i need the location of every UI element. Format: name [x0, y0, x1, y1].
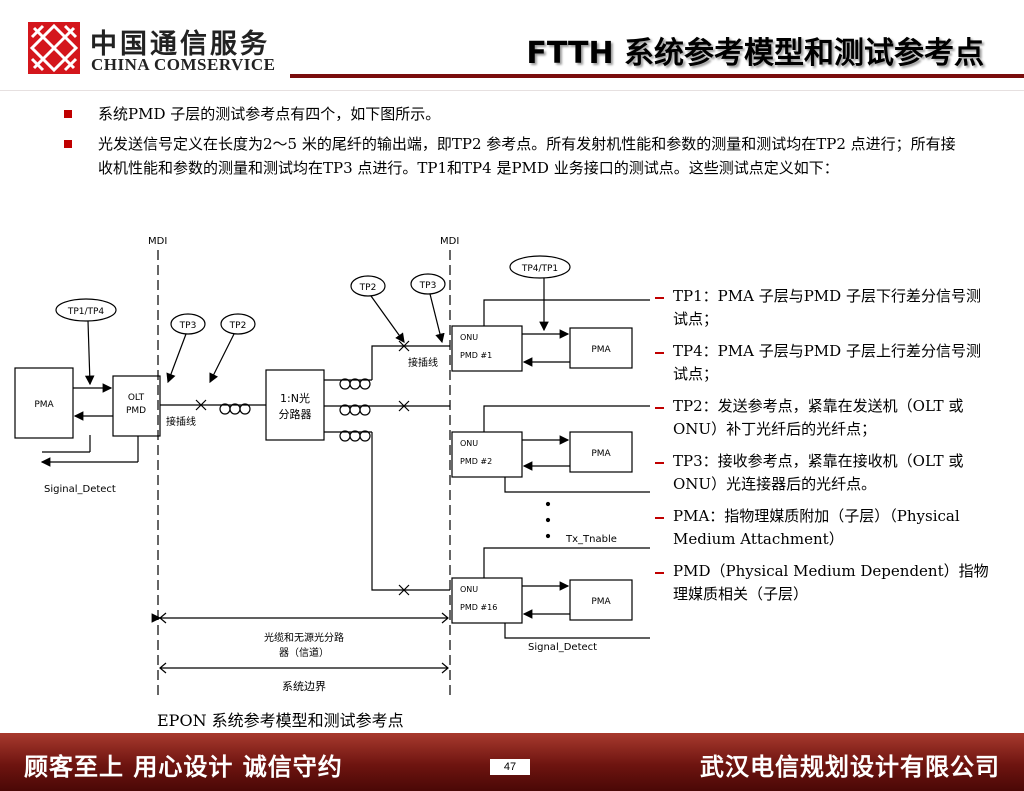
header-subdivider — [0, 90, 1024, 91]
bullet-item: 系统PMD 子层的测试参考点有四个，如下图所示。 — [62, 102, 962, 126]
olt-pmd-label: PMD — [126, 406, 146, 416]
tp1-tp4-label: TP1/TP4 — [67, 307, 105, 317]
footer-bar: 顾客至上 用心设计 诚信守约 47 武汉电信规划设计有限公司 — [0, 733, 1024, 791]
header: 中国通信服务 CHINA COMSERVICE FTTH 系统参考模型和测试参考… — [0, 0, 1024, 91]
epon-reference-model-diagram: MDI MDI TP1/TP4 TP3 TP2 TP2 TP3 TP4/TP1 … — [14, 236, 650, 695]
tp4-tp1-label: TP4/TP1 — [521, 264, 558, 274]
slide-title: FTTH 系统参考模型和测试参考点 — [526, 36, 984, 71]
system-boundary-label: 系统边界 — [282, 680, 326, 693]
onu16-label: ONU — [460, 585, 478, 594]
onu1-label: ONU — [460, 333, 478, 342]
china-comservice-logo-icon — [28, 22, 80, 74]
onu2-label: ONU — [460, 439, 478, 448]
pma-right-2-label: PMA — [591, 449, 611, 459]
dash-bullet-icon — [655, 572, 664, 574]
signal-detect-left-label: Siginal_Detect — [44, 484, 116, 495]
pma-left-box — [14, 367, 74, 439]
mdi-left-label: MDI — [148, 236, 167, 247]
header-divider — [290, 74, 1024, 78]
bullet-square-icon — [64, 110, 72, 118]
onu-pmd-1-box — [451, 325, 523, 372]
onu-pmd-16-box — [451, 577, 523, 624]
dash-bullet-icon — [655, 407, 664, 409]
definition-text: PMD（Physical Medium Dependent）指物理媒质相关（子层… — [673, 562, 989, 603]
splitter-label-2: 分路器 — [279, 408, 312, 421]
tp3-left-label: TP3 — [179, 321, 197, 331]
definition-item: PMD（Physical Medium Dependent）指物理媒质相关（子层… — [655, 560, 995, 606]
definition-item: TP4：PMA 子层与PMD 子层上行差分信号测试点； — [655, 340, 995, 386]
definition-text: PMA：指物理媒质附加（子层）（Physical Medium Attachme… — [673, 507, 960, 548]
footer-slogan: 顾客至上 用心设计 诚信守约 — [24, 753, 343, 781]
definition-text: TP4：PMA 子层与PMD 子层上行差分信号测试点； — [673, 342, 981, 383]
pma-right-3-box — [569, 579, 633, 621]
onu16-pmd-label: PMD #16 — [460, 603, 497, 612]
footer-company: 武汉电信规划设计有限公司 — [700, 753, 1000, 781]
bullet-square-icon — [64, 140, 72, 148]
definition-item: TP2：发送参考点，紧靠在发送机（OLT 或ONU）补丁光纤后的光纤点； — [655, 395, 995, 441]
jumper-right-label: 接插线 — [408, 356, 438, 369]
olt-label: OLT — [128, 393, 145, 403]
dash-bullet-icon — [655, 297, 664, 299]
tp3-left-callout — [170, 313, 206, 335]
tp4-tp1-callout — [509, 255, 571, 279]
bullet-text: 光发送信号定义在长度为2～5 米的尾纤的输出端，即TP2 参考点。所有发射机性能… — [98, 135, 956, 177]
onu1-pmd-label: PMD #1 — [460, 351, 492, 360]
definition-text: TP3：接收参考点，紧靠在接收机（OLT 或ONU）光连接器后的光纤点。 — [673, 452, 964, 493]
splitter-box — [265, 369, 325, 441]
tp1-tp4-callout — [55, 298, 117, 322]
splitter-label-1: 1:N光 — [280, 391, 310, 405]
bullet-list: 系统PMD 子层的测试参考点有四个，如下图所示。 光发送信号定义在长度为2～5 … — [62, 102, 962, 186]
odn-label-2: 器（信道） — [279, 646, 329, 659]
pma-left-label: PMA — [34, 400, 54, 410]
definition-list: TP1：PMA 子层与PMD 子层下行差分信号测试点； TP4：PMA 子层与P… — [655, 285, 995, 615]
brand-name-chinese: 中国通信服务 — [90, 29, 270, 60]
brand-name-english: CHINA COMSERVICE — [91, 55, 276, 74]
dash-bullet-icon — [655, 462, 664, 464]
tp2-right-label: TP2 — [359, 283, 377, 293]
odn-label-1: 光缆和无源光分路 — [264, 631, 344, 644]
olt-pmd-box — [112, 375, 161, 437]
onu2-pmd-label: PMD #2 — [460, 457, 492, 466]
definition-text: TP1：PMA 子层与PMD 子层下行差分信号测试点； — [673, 287, 981, 328]
tp3-right-callout — [410, 273, 446, 295]
tp2-right-callout — [350, 275, 386, 297]
page-number: 47 — [490, 759, 530, 775]
bullet-text: 系统PMD 子层的测试参考点有四个，如下图所示。 — [98, 105, 441, 123]
onu-pmd-2-box — [451, 431, 523, 478]
bullet-item: 光发送信号定义在长度为2～5 米的尾纤的输出端，即TP2 参考点。所有发射机性能… — [62, 132, 962, 180]
tx-enable-label: Tx_Tnable — [565, 534, 617, 545]
definition-item: TP3：接收参考点，紧靠在接收机（OLT 或ONU）光连接器后的光纤点。 — [655, 450, 995, 496]
definition-item: PMA：指物理媒质附加（子层）（Physical Medium Attachme… — [655, 505, 995, 551]
tp2-left-callout — [220, 313, 256, 335]
jumper-left-label: 接插线 — [166, 415, 196, 428]
pma-right-3-label: PMA — [591, 597, 611, 607]
signal-detect-right-label: Signal_Detect — [528, 642, 597, 653]
tp2-left-label: TP2 — [229, 321, 247, 331]
pma-right-1-box — [569, 327, 633, 369]
definition-text: TP2：发送参考点，紧靠在发送机（OLT 或ONU）补丁光纤后的光纤点； — [673, 397, 964, 438]
pma-right-1-label: PMA — [591, 345, 611, 355]
mdi-right-label: MDI — [440, 236, 459, 247]
dash-bullet-icon — [655, 352, 664, 354]
tp3-right-label: TP3 — [419, 281, 437, 291]
pma-right-2-box — [569, 431, 633, 473]
definition-item: TP1：PMA 子层与PMD 子层下行差分信号测试点； — [655, 285, 995, 331]
diagram-caption: EPON 系统参考模型和测试参考点 — [157, 711, 404, 730]
dash-bullet-icon — [655, 517, 664, 519]
